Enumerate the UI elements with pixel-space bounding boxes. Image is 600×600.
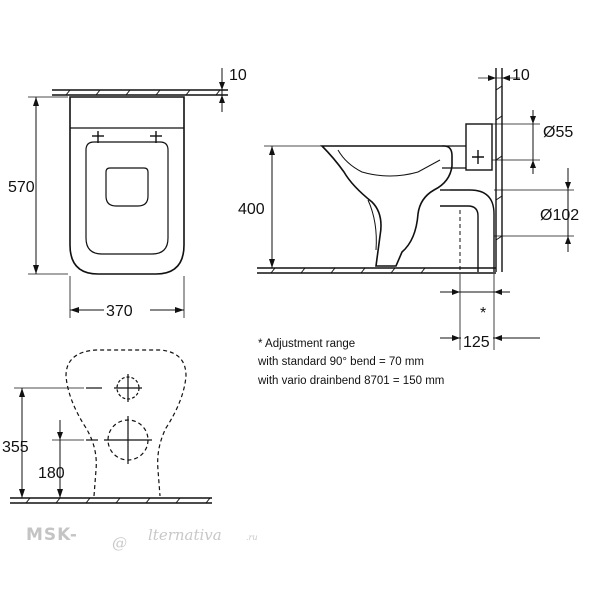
dim-top-thickness: 10 [229, 67, 247, 84]
side-view: 10 400 Ø55 [238, 67, 579, 351]
dim-370: 370 [106, 303, 133, 320]
watermark-suffix: lternativa [148, 526, 222, 544]
adjustment-notes: * Adjustment range with standard 90° ben… [257, 338, 444, 387]
toilet-side-outline [320, 145, 453, 267]
toilet-top-outline [69, 96, 185, 275]
watermark-at: @ [112, 534, 127, 552]
note-line-1: * Adjustment range [258, 338, 355, 350]
watermark-prefix: MSK- [26, 525, 78, 545]
note-line-3: with vario drainbend 8701 = 150 mm [257, 375, 444, 387]
watermark-tld: .ru [246, 533, 258, 542]
dim-180: 180 [38, 465, 65, 482]
dim-pipe-102: Ø102 [540, 207, 579, 224]
floor-plan-view: 355 180 [2, 349, 212, 504]
toilet-footprint-outline [65, 349, 187, 497]
dim-125: 125 [463, 334, 490, 351]
dim-wall-thickness: 10 [512, 67, 530, 84]
watermark-logo: MSK- @ lternativa .ru [26, 525, 258, 552]
dim-pipe-55: Ø55 [543, 124, 573, 141]
dim-400: 400 [238, 201, 265, 218]
adjust-marker: * [480, 305, 486, 322]
note-line-2: with standard 90° bend = 70 mm [257, 356, 424, 368]
dim-355: 355 [2, 439, 29, 456]
dim-570: 570 [8, 179, 35, 196]
top-view: 10 570 370 [8, 67, 247, 320]
